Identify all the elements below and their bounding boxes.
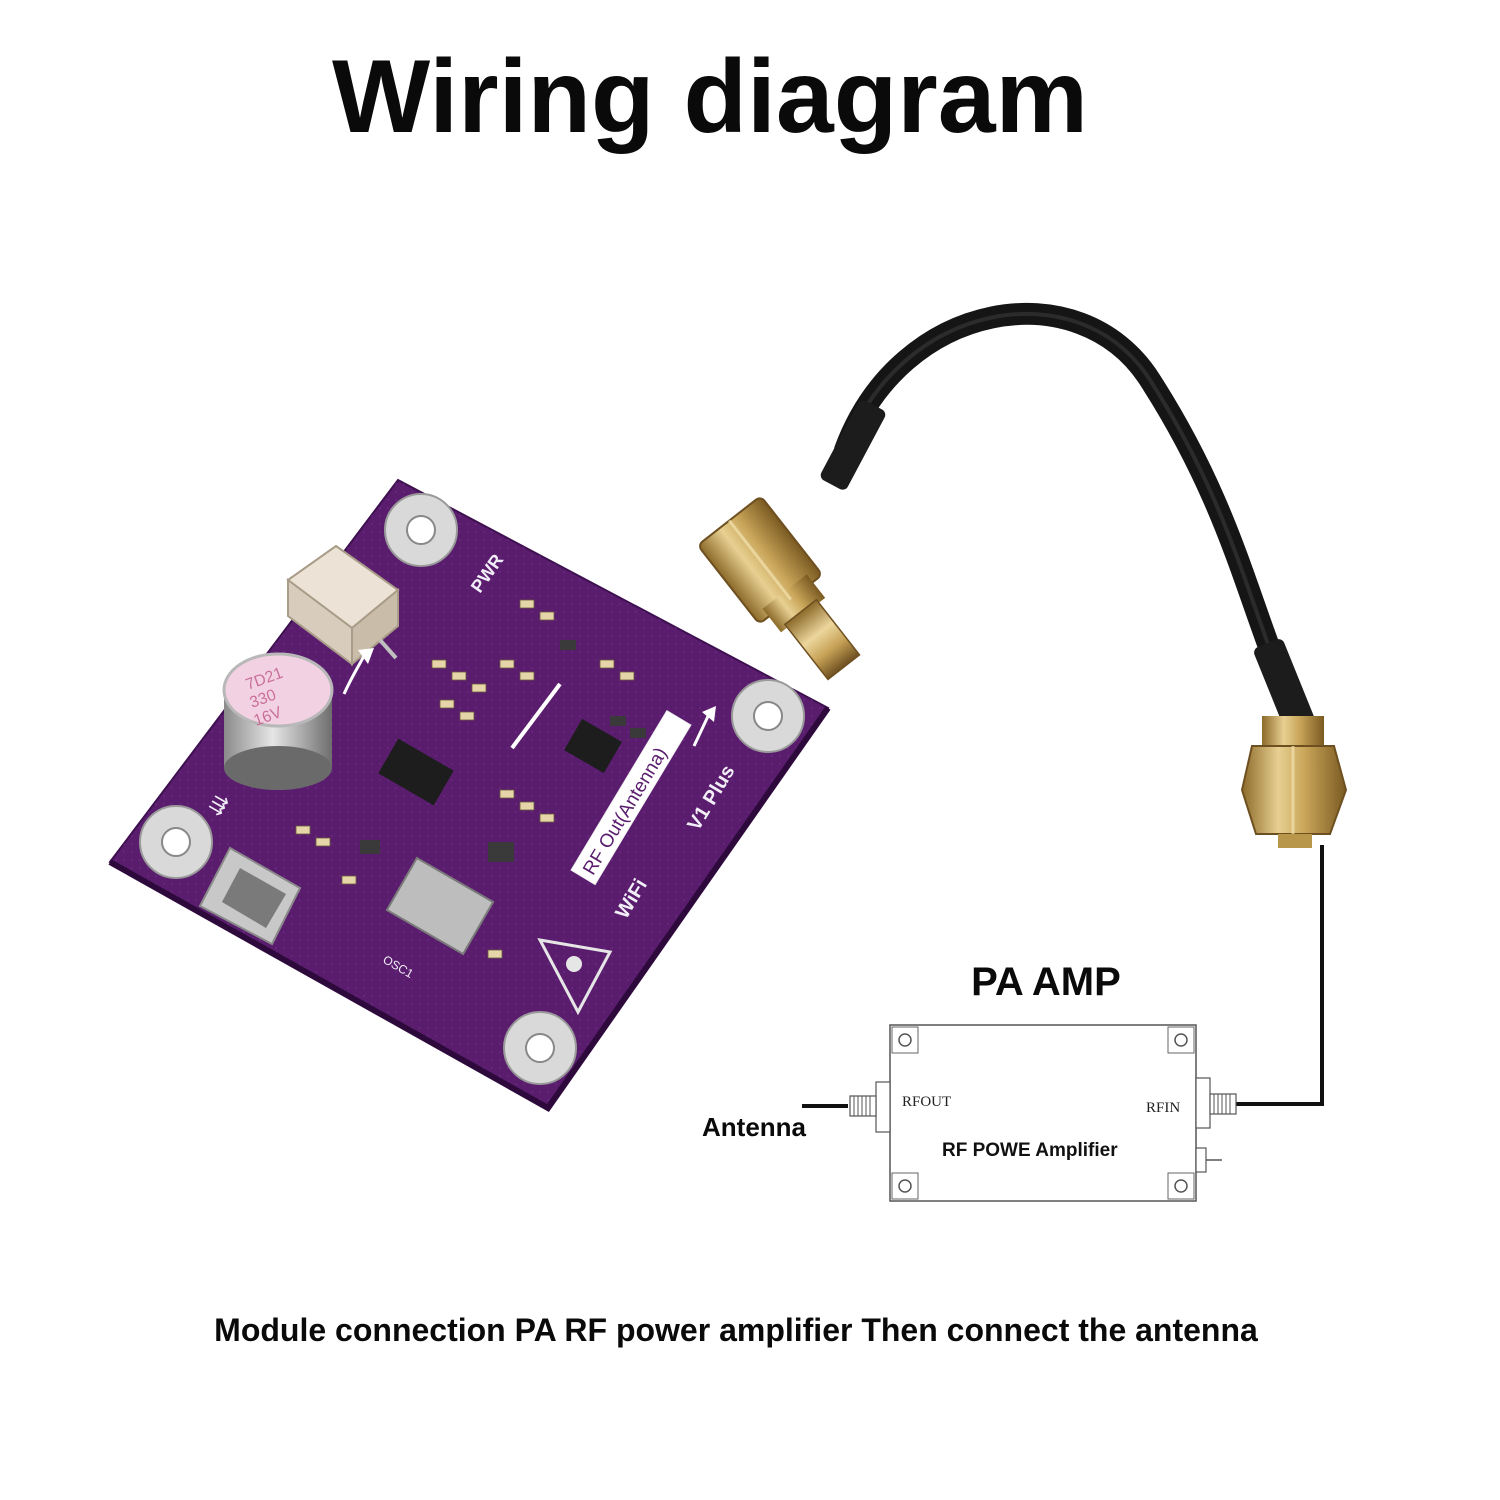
page-title: Wiring diagram	[331, 39, 1089, 155]
usb-c-port-icon	[198, 846, 302, 946]
caption: Module connection PA RF power amplifier …	[214, 1312, 1258, 1348]
rfin-label: RFIN	[1146, 1100, 1181, 1116]
sma-connector-right-icon	[1240, 716, 1348, 848]
pa-amplifier-box	[849, 1024, 1237, 1202]
rfout-label: RFOUT	[902, 1094, 952, 1110]
mount-hole-top-icon	[384, 493, 458, 567]
chip-q3-icon	[564, 718, 622, 774]
coax-cable	[820, 302, 1314, 731]
oscillator-icon	[385, 856, 495, 956]
wire-connector-to-rfin	[1236, 845, 1324, 1106]
mount-hole-right-icon	[731, 679, 805, 753]
pa-amp-heading: PA AMP	[971, 960, 1121, 1004]
capacitor-icon: 7D21 330 16V	[222, 652, 334, 790]
mount-hole-bottom-icon	[503, 1011, 577, 1085]
silk-arrow-rf-icon	[692, 711, 712, 747]
silkscreen-divider	[510, 682, 562, 750]
pcb-board: 7D21 330 16V	[108, 478, 831, 1112]
smd-dark-components	[360, 640, 646, 862]
mount-hole-left-icon	[139, 805, 213, 879]
sma-connector-left-icon	[699, 497, 861, 681]
power-connector-icon	[286, 544, 400, 667]
smd-components	[295, 599, 635, 959]
esd-warning-icon	[537, 938, 613, 1016]
chip-u1-icon	[378, 738, 454, 806]
amplifier-body-label: RF POWE Amplifier	[942, 1140, 1118, 1161]
antenna-label: Antenna	[702, 1112, 806, 1142]
